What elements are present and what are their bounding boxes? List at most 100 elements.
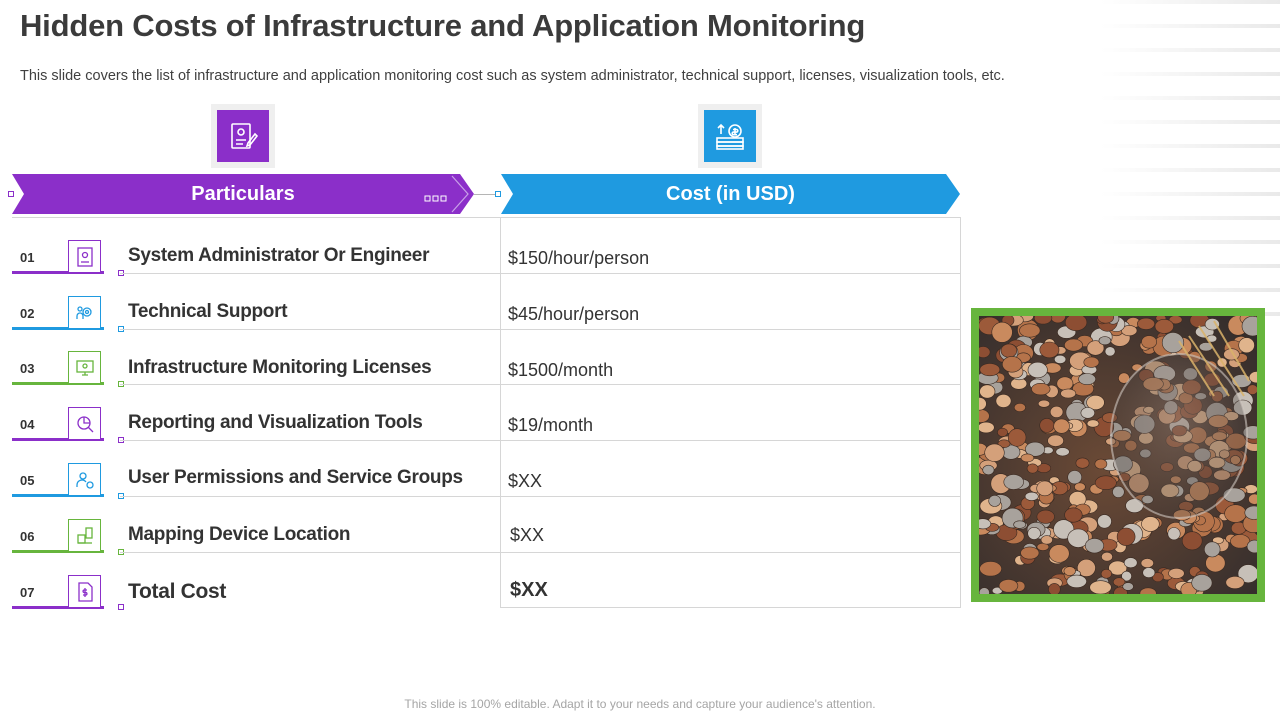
coin-texture [1064,507,1083,523]
coin-texture [1053,418,1070,434]
page-subtitle: This slide covers the list of infrastruc… [20,68,1005,84]
coin-texture [1080,407,1096,419]
coin-texture [1048,583,1061,594]
coin-texture [1026,463,1039,474]
coin-texture [1074,482,1086,492]
coin-texture [979,518,992,530]
cost-icon-box [698,104,762,168]
coin-texture [1100,568,1112,579]
coin-texture [1123,557,1138,569]
coin-texture [1020,546,1040,560]
coin-texture [1089,580,1112,594]
coin-texture [1065,316,1088,331]
coin-texture [1086,419,1100,428]
coin-texture [1097,316,1114,324]
coin-texture [1205,553,1226,573]
coin-texture [1007,428,1027,447]
coin-texture [1024,491,1039,501]
row-cost: $XX [508,471,543,491]
row-divider [120,496,960,497]
row-number: 05 [20,473,35,488]
coin-texture [984,443,1005,462]
coin-texture [1152,572,1164,583]
coin-texture [1104,346,1116,357]
coin-texture [1108,560,1128,576]
row-cost: $1500/month [508,360,614,380]
row-label: Infrastructure Monitoring Licenses [128,357,432,378]
coin-texture [1248,493,1257,505]
coin-texture [1013,403,1026,413]
coin-texture [1241,316,1257,337]
row-underline [12,606,104,609]
coin-texture [1067,470,1082,485]
row-cost: $19/month [508,415,594,435]
row-underline [12,382,104,385]
coin-texture [1112,577,1126,587]
row-underline [12,271,104,274]
coin-texture [979,397,987,411]
row-number: 03 [20,361,35,376]
coin-texture [1097,514,1112,529]
coin-texture [1077,558,1096,577]
coin-texture [1075,457,1090,469]
footer-note: This slide is 100% editable. Adapt it to… [404,697,876,711]
coin-texture [1039,418,1055,433]
cost-header-label: Cost (in USD) [666,183,795,205]
page-title: Hidden Costs of Infrastructure and Appli… [20,8,866,43]
row-dot [118,604,124,610]
coin-texture [1161,332,1185,354]
coin-texture [1225,575,1245,589]
cost-table-frame [500,217,961,608]
coin-texture [1181,531,1203,551]
coin-texture [1055,447,1070,457]
coin-texture [1167,527,1181,541]
particulars-header: Particulars [12,174,474,214]
row-number: 01 [20,250,35,265]
coin-texture [995,394,1012,408]
row-label: System Administrator Or Engineer [128,245,430,266]
coin-texture [1067,528,1089,548]
coin-texture [1066,574,1087,589]
coin-texture [979,587,990,594]
coin-texture [1049,316,1066,324]
coin-texture [1168,316,1183,325]
coin-texture [1000,343,1018,358]
coin-texture [1020,453,1035,463]
coin-texture [1036,480,1054,497]
row-label: User Permissions and Service Groups [128,467,463,488]
coin-texture [1224,504,1247,523]
coin-texture [1101,551,1113,562]
row-underline [12,327,104,330]
coin-texture [1037,399,1051,408]
coin-texture [979,346,991,358]
more-dots-icon [424,190,448,202]
row-divider [12,217,501,218]
coin-texture [1047,434,1064,447]
coin-texture [1049,405,1064,418]
row-cost: $150/hour/person [508,248,650,268]
coin-texture [1034,316,1053,325]
particulars-header-label: Particulars [191,183,295,205]
row-label: Total Cost [128,580,227,603]
license-monitor-icon [68,351,101,384]
id-badge-icon [68,240,101,273]
row-divider [120,273,960,274]
coin-texture [1141,335,1157,349]
coin-texture [1053,354,1067,364]
coin-texture [1212,536,1224,545]
coin-texture [1121,570,1132,582]
coin-texture [1001,356,1023,373]
row-divider [120,384,960,385]
coin-texture [1019,323,1041,338]
coin-texture [1122,582,1134,591]
coin-texture [1048,544,1070,563]
coin-texture [979,561,1002,577]
coin-texture [1063,566,1076,576]
coin-texture [1204,541,1221,558]
row-divider [120,440,960,441]
coin-texture [1027,526,1041,540]
coin-texture [1248,371,1257,384]
row-divider [120,552,960,553]
coin-texture [1191,574,1213,592]
coin-texture [1039,341,1060,359]
